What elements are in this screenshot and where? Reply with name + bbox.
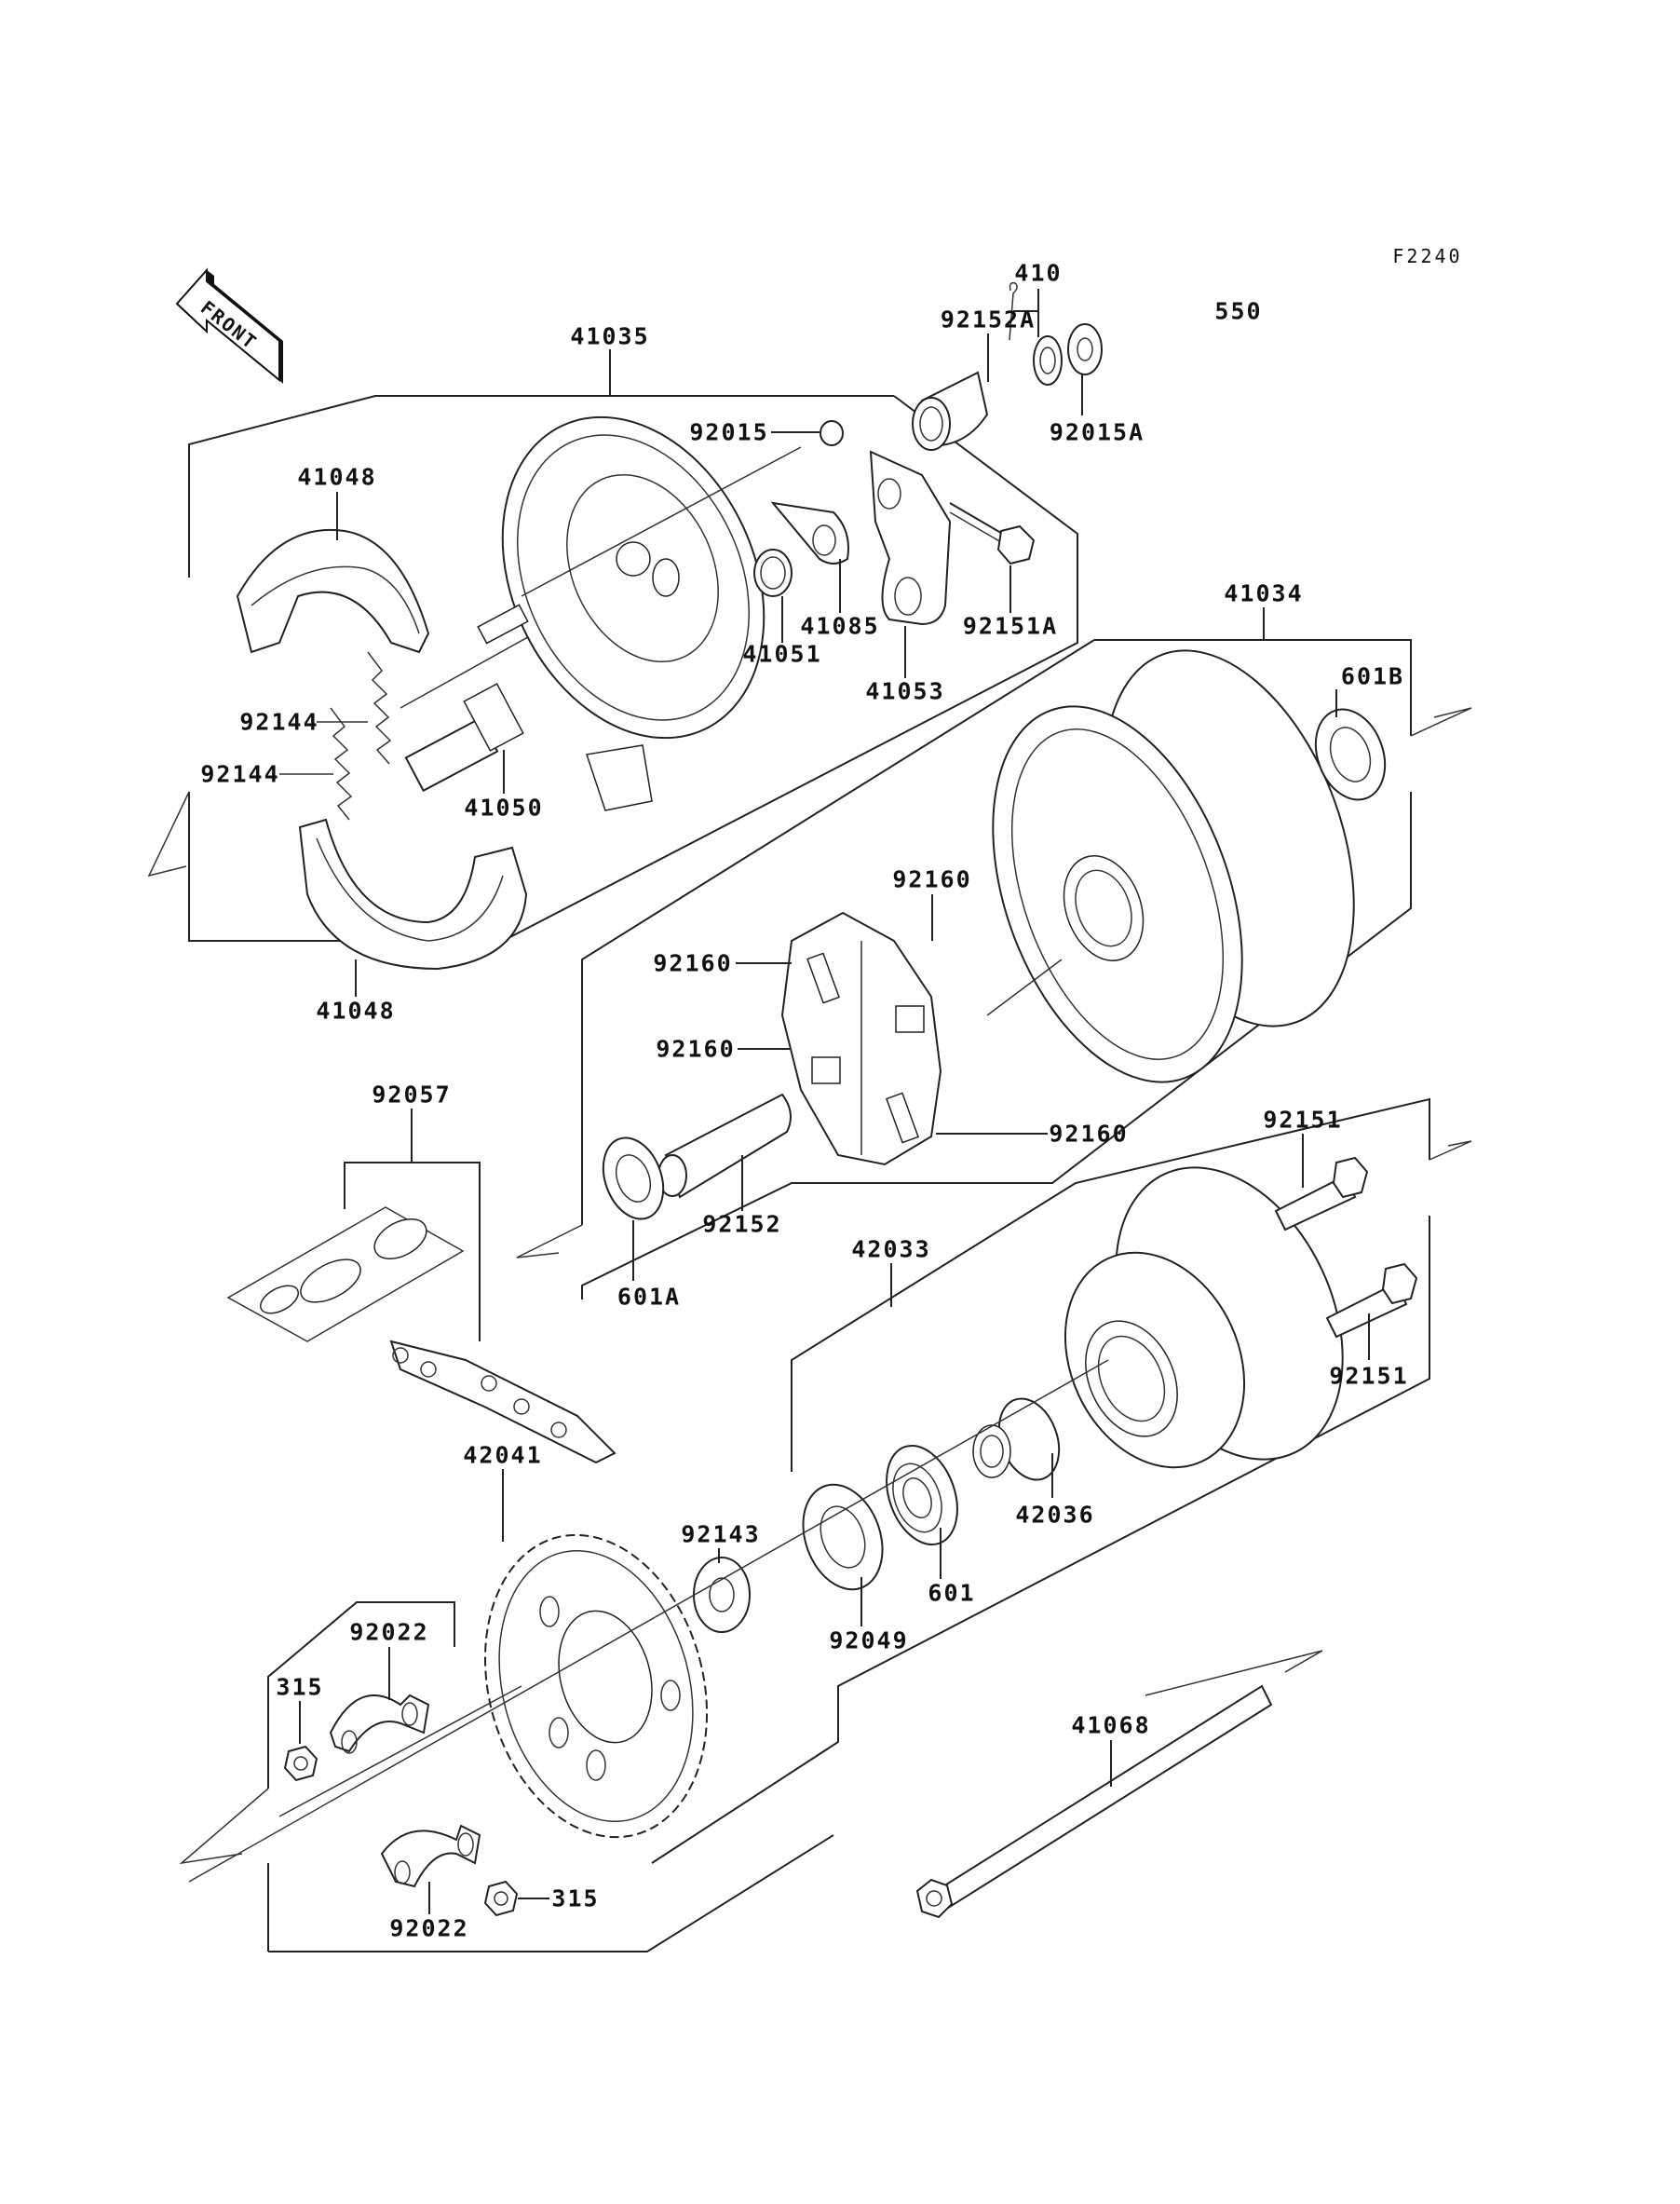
part-label-92022-top[interactable]: 92022 [349, 1618, 429, 1646]
part-label-41048-top[interactable]: 41048 [297, 463, 377, 491]
front-arrow-icon [175, 267, 283, 384]
part-label-42036[interactable]: 42036 [1015, 1501, 1095, 1529]
brake-lever-41053 [869, 450, 952, 678]
part-label-92152[interactable]: 92152 [702, 1210, 782, 1238]
part-label-92152A[interactable]: 92152A [940, 306, 1036, 333]
part-label-41053[interactable]: 41053 [865, 677, 945, 705]
cotter-pin-550 [1009, 281, 1038, 341]
part-label-410[interactable]: 410 [1014, 259, 1063, 287]
part-label-41050[interactable]: 41050 [464, 794, 544, 822]
hub-41034 [986, 649, 1355, 1083]
bearing-601A [602, 1136, 665, 1281]
seal-41051 [753, 549, 793, 643]
part-label-41048-bottom[interactable]: 41048 [316, 997, 396, 1025]
bolt-92151-bottom [1325, 1262, 1418, 1360]
part-label-92160-left-lower[interactable]: 92160 [656, 1035, 736, 1063]
part-label-41051[interactable]: 41051 [742, 640, 822, 668]
collar-92152A [912, 333, 989, 451]
part-label-92015A[interactable]: 92015A [1049, 418, 1145, 446]
wear-indicator-41085 [770, 501, 849, 613]
hub-damper-92160 [736, 894, 1048, 1166]
part-label-92160-left-upper[interactable]: 92160 [653, 949, 733, 977]
part-label-41085[interactable]: 41085 [800, 612, 880, 640]
bolt-92151A [949, 502, 1036, 613]
bearing-601 [886, 1444, 958, 1579]
axle-41068 [915, 1650, 1323, 1919]
part-label-92151-top[interactable]: 92151 [1263, 1106, 1343, 1134]
part-label-41034[interactable]: 41034 [1224, 579, 1304, 607]
part-label-92022-bottom[interactable]: 92022 [389, 1914, 469, 1942]
part-label-315-left[interactable]: 315 [276, 1673, 324, 1701]
part-label-42033[interactable]: 42033 [851, 1235, 931, 1263]
part-label-550[interactable]: 550 [1214, 297, 1263, 325]
nut-315-right [483, 1880, 549, 1917]
frame-41035 [147, 349, 1078, 942]
sprocket-42041 [483, 1469, 709, 1839]
part-label-92143[interactable]: 92143 [681, 1520, 761, 1548]
nut-92015 [771, 420, 844, 446]
lock-washer-92022-bottom [380, 1824, 481, 1914]
coupling-42033 [1064, 1166, 1344, 1469]
part-label-41035[interactable]: 41035 [570, 322, 650, 350]
part-label-92160-top[interactable]: 92160 [892, 865, 972, 893]
frame-41034 [516, 607, 1472, 1299]
spring-92144-b [279, 707, 353, 821]
part-label-92057[interactable]: 92057 [372, 1081, 452, 1109]
collar-42036 [972, 1397, 1061, 1498]
chain-92057 [226, 1109, 616, 1464]
lock-washer-92022-top [329, 1647, 430, 1754]
part-label-92160-right[interactable]: 92160 [1049, 1120, 1129, 1148]
collar-92049 [802, 1483, 884, 1626]
part-label-92151A[interactable]: 92151A [962, 612, 1059, 640]
part-label-601[interactable]: 601 [928, 1579, 976, 1607]
part-label-92151-right[interactable]: 92151 [1329, 1362, 1409, 1390]
brake-panel [477, 415, 802, 811]
part-label-92049[interactable]: 92049 [829, 1626, 909, 1654]
part-label-92144-b[interactable]: 92144 [200, 760, 280, 788]
axis-lines [188, 1359, 1109, 1883]
bearing-601B [1314, 689, 1387, 801]
castle-nut-92015A [1067, 323, 1103, 415]
bolt-92151-top [1274, 1134, 1369, 1231]
spring-92144-a [317, 651, 392, 765]
nut-315-left [283, 1701, 318, 1782]
part-label-601A[interactable]: 601A [616, 1283, 682, 1311]
brake-shoe-bottom [298, 818, 528, 997]
frame-42033 [651, 1097, 1472, 1864]
brake-shoe-top [236, 492, 430, 654]
frame-sprocket-fasteners [179, 1601, 834, 1952]
part-label-92015[interactable]: 92015 [689, 418, 769, 446]
part-label-41068[interactable]: 41068 [1071, 1711, 1151, 1739]
part-label-42041[interactable]: 42041 [463, 1441, 543, 1469]
figure-code: F2240 [1392, 245, 1463, 267]
washer-410 [1033, 289, 1063, 386]
part-label-601B[interactable]: 601B [1340, 662, 1405, 690]
part-label-315-right[interactable]: 315 [551, 1884, 600, 1912]
part-label-92144-a[interactable]: 92144 [239, 708, 319, 736]
